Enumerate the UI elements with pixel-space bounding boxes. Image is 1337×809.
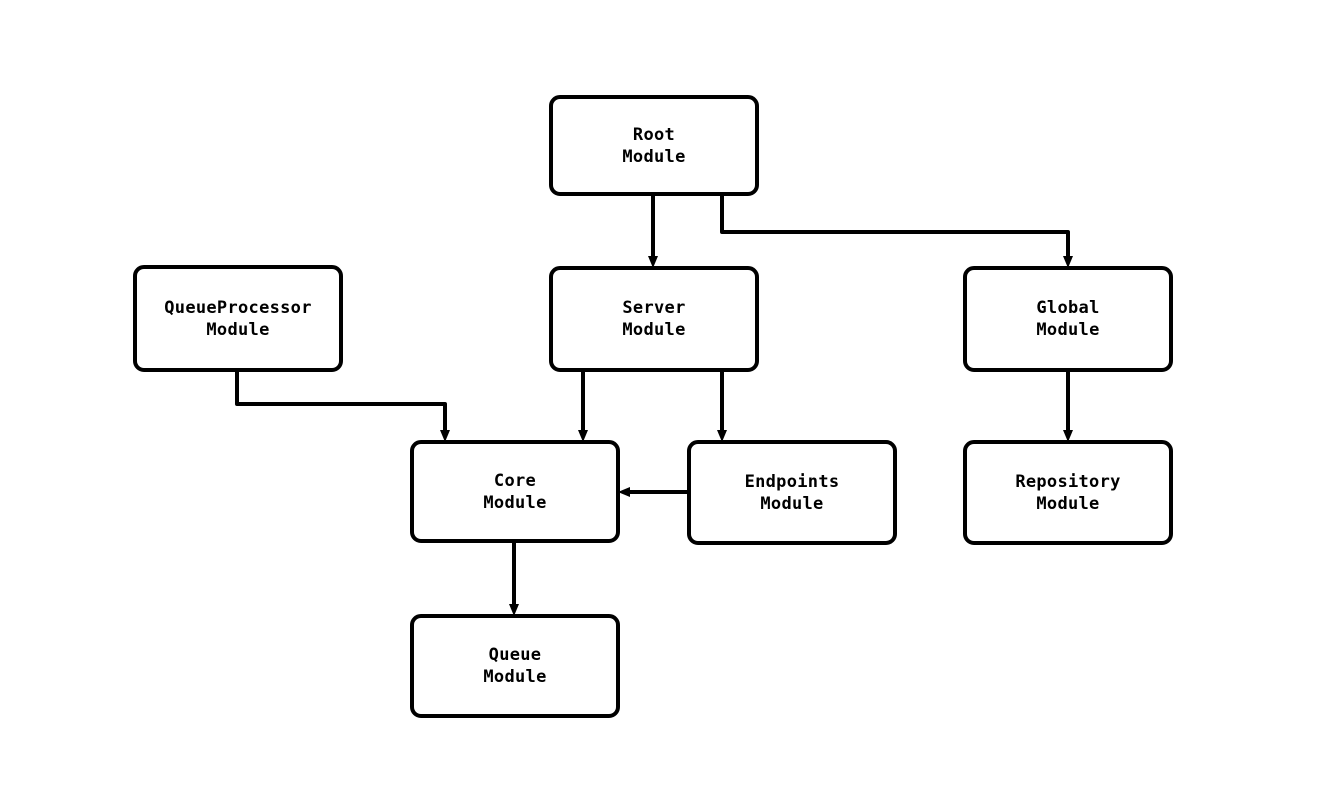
node-core-module-label: Core Module <box>483 470 547 513</box>
node-queue-module-label: Queue Module <box>483 645 547 687</box>
node-queueprocessor-module[interactable]: QueueProcessor Module <box>133 265 343 372</box>
node-global-module[interactable]: Global Module <box>963 266 1173 372</box>
node-endpoints-module-label: Endpoints Module <box>744 471 840 514</box>
node-core-module[interactable]: Core Module <box>410 440 620 543</box>
node-global-module-label: Global Module <box>1036 298 1100 340</box>
node-endpoints-module[interactable]: Endpoints Module <box>687 440 897 545</box>
node-queueprocessor-module-label: QueueProcessor Module <box>164 297 312 340</box>
node-server-module-label: Server Module <box>622 298 686 340</box>
node-root-module-label: Root Module <box>622 124 686 167</box>
node-queue-module[interactable]: Queue Module <box>410 614 620 718</box>
edge-queueprocessor-to-core <box>235 372 445 430</box>
node-root-module[interactable]: Root Module <box>549 95 759 196</box>
node-repository-module-label: Repository Module <box>1015 471 1121 514</box>
edge-root-to-global <box>720 196 1068 256</box>
node-server-module[interactable]: Server Module <box>549 266 759 372</box>
node-repository-module[interactable]: Repository Module <box>963 440 1173 545</box>
